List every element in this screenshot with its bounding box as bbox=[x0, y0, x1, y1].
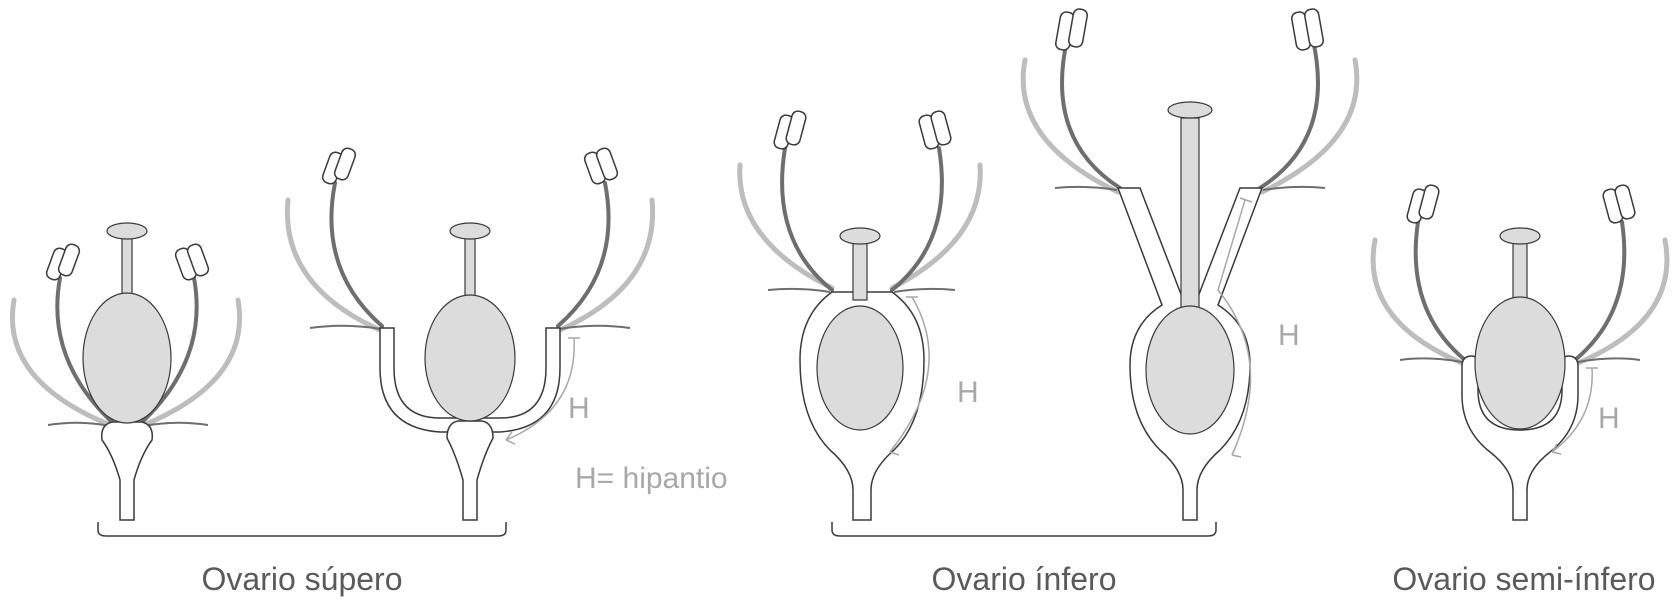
hypanthium-legend: H= hipantio bbox=[575, 462, 728, 495]
flower-inferior-tubular: H bbox=[1023, 8, 1357, 520]
hypanthium-label: H bbox=[1278, 319, 1300, 352]
pistil bbox=[83, 223, 171, 423]
group-label-semi-inferior: Ovario semi-ínfero bbox=[1392, 561, 1655, 597]
hypanthium-label: H bbox=[568, 392, 590, 425]
group-label-superior: Ovario súpero bbox=[202, 561, 403, 597]
hypanthium-label: H bbox=[1598, 402, 1620, 435]
pistil bbox=[425, 223, 515, 421]
anthers bbox=[1406, 184, 1636, 224]
pistil bbox=[1475, 228, 1565, 429]
anthers bbox=[773, 110, 952, 150]
flower-inferior-simple: H bbox=[740, 110, 981, 520]
pistil bbox=[817, 228, 903, 430]
hypanthium-label: H bbox=[957, 376, 979, 409]
bracket-inferior bbox=[832, 522, 1216, 536]
flower-semi-inferior: H bbox=[1373, 184, 1667, 520]
flower-superior-simple bbox=[12, 223, 239, 520]
anthers bbox=[1055, 8, 1324, 51]
bracket-superior bbox=[98, 522, 506, 536]
pedicel-receptacle bbox=[447, 421, 493, 520]
anthers bbox=[321, 147, 619, 186]
group-label-inferior: Ovario ínfero bbox=[932, 561, 1117, 597]
pedicel-receptacle bbox=[102, 422, 153, 520]
